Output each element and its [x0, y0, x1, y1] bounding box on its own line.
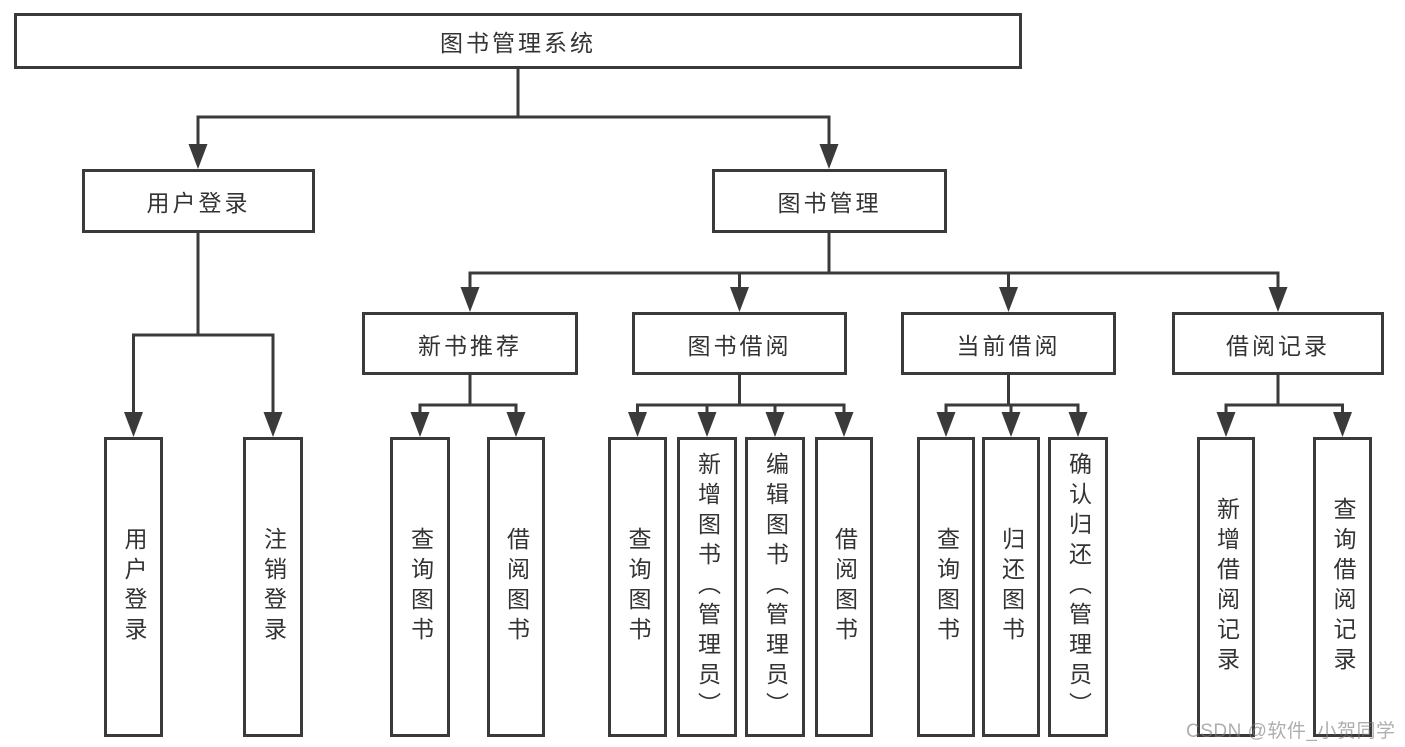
leaf-label: 确认归还（管理员） — [1065, 452, 1092, 722]
node-book-management-system: 图书管理系统 — [14, 13, 1022, 69]
leaf-label: 归还图书 — [998, 527, 1025, 647]
node-label: 新书推荐 — [418, 332, 522, 359]
node-label: 借阅记录 — [1226, 332, 1330, 359]
leaf-label: 新增图书（管理员） — [694, 452, 721, 722]
leaf-label: 查询图书 — [625, 527, 651, 647]
node-current-borrowing: 当前借阅 — [901, 312, 1116, 375]
leaf-label: 借阅图书 — [503, 527, 530, 647]
leaf-label: 编辑图书（管理员） — [762, 452, 789, 722]
node-label: 当前借阅 — [956, 332, 1061, 359]
leaf-borrow-books-recommend: 借阅图书 — [487, 437, 545, 737]
node-user-login: 用户登录 — [82, 169, 315, 233]
node-label: 用户登录 — [146, 190, 251, 216]
node-borrowing-records: 借阅记录 — [1172, 312, 1384, 375]
leaf-query-books-recommend: 查询图书 — [390, 437, 450, 737]
watermark: CSDN @软件_小贺同学 — [1186, 721, 1396, 742]
node-label: 图书管理系统 — [440, 30, 596, 56]
leaf-borrow-books: 借阅图书 — [815, 437, 873, 737]
leaf-query-borrow-record: 查询借阅记录 — [1313, 437, 1372, 737]
node-new-book-recommend: 新书推荐 — [362, 312, 578, 375]
leaf-add-borrow-record: 新增借阅记录 — [1197, 437, 1255, 737]
leaf-query-books-borrowing: 查询图书 — [608, 437, 667, 737]
leaf-user-login: 用户登录 — [104, 437, 163, 737]
node-label: 图书借阅 — [687, 332, 792, 359]
leaf-return-books: 归还图书 — [982, 437, 1040, 737]
node-book-management: 图书管理 — [712, 169, 947, 233]
leaf-query-books-current: 查询图书 — [917, 437, 975, 737]
leaf-confirm-return-admin: 确认归还（管理员） — [1048, 437, 1108, 737]
leaf-edit-book-admin: 编辑图书（管理员） — [745, 437, 805, 737]
node-label: 图书管理 — [777, 190, 882, 216]
leaf-label: 新增借阅记录 — [1213, 497, 1240, 677]
leaf-add-book-admin: 新增图书（管理员） — [677, 437, 737, 737]
leaf-label: 借阅图书 — [831, 527, 858, 647]
leaf-label: 查询借阅记录 — [1330, 497, 1356, 677]
leaf-label: 查询图书 — [933, 527, 960, 647]
leaf-label: 注销登录 — [260, 527, 287, 647]
leaf-label: 查询图书 — [407, 527, 434, 647]
leaf-logout: 注销登录 — [243, 437, 303, 737]
node-book-borrowing: 图书借阅 — [632, 312, 847, 375]
leaf-label: 用户登录 — [121, 527, 147, 647]
